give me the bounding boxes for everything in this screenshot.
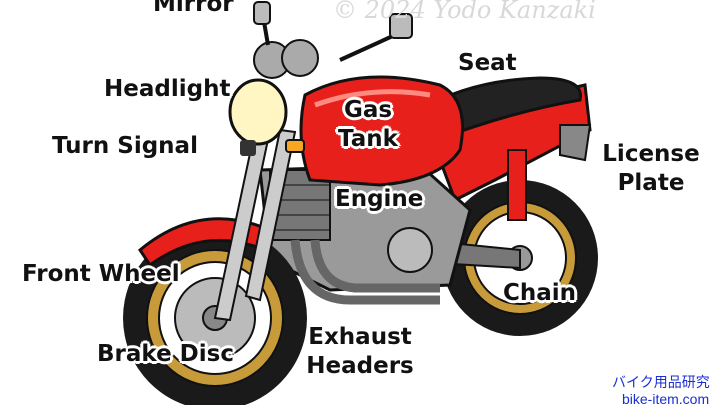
label-gas-tank: Gas Tank xyxy=(334,96,402,154)
site-credit: バイク用品研究 bike-item.com xyxy=(612,374,720,408)
label-engine: Engine xyxy=(335,186,424,212)
exhaust-headers xyxy=(290,239,440,305)
site-url[interactable]: bike-item.com xyxy=(622,391,710,407)
label-exhaust-headers: Exhaust Headers xyxy=(298,323,422,381)
rear-wheel xyxy=(442,180,598,336)
turn-signal xyxy=(285,139,305,153)
label-front-wheel: Front Wheel xyxy=(22,261,180,287)
label-brake-disc: Brake Disc xyxy=(97,341,234,367)
headlight xyxy=(228,78,288,146)
label-chain: Chain xyxy=(503,280,577,306)
label-seat: Seat xyxy=(458,50,517,76)
site-name: バイク用品研究 xyxy=(612,374,710,390)
label-mirror: Mirror xyxy=(153,0,234,17)
watermark: © 2024 Yodo Kanzaki xyxy=(333,0,596,24)
label-turn-signal: Turn Signal xyxy=(52,133,198,159)
label-gas-tank-line2: Tank xyxy=(338,126,398,152)
label-license-plate: License Plate xyxy=(595,140,707,198)
label-exhaust-line1: Exhaust xyxy=(308,324,412,350)
label-license-plate-line1: License xyxy=(602,141,700,167)
label-gas-tank-line1: Gas xyxy=(343,97,393,123)
label-license-plate-line2: Plate xyxy=(617,170,685,196)
label-headlight: Headlight xyxy=(104,76,231,102)
gas-tank xyxy=(299,75,464,187)
label-exhaust-line2: Headers xyxy=(306,353,414,379)
mirrors xyxy=(253,1,413,62)
